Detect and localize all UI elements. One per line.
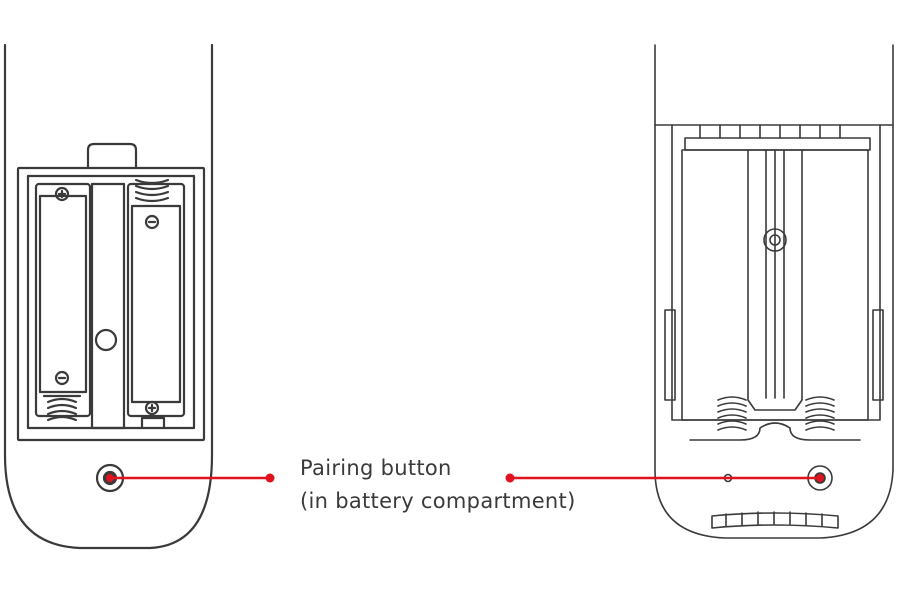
left-remote-latch [86, 142, 138, 170]
callout-dot-left-end [265, 473, 275, 483]
callout-lines [106, 473, 824, 483]
callout-sublabel: (in battery compartment) [300, 489, 576, 513]
left-remote [3, 43, 214, 550]
right-spring-2 [805, 396, 835, 431]
left-spring-1 [42, 394, 82, 422]
right-grip-slots [711, 511, 839, 529]
left-battery-2 [126, 182, 186, 418]
right-spring-1 [717, 396, 747, 431]
pairing-button-callout: Pairing button (in battery compartment) [300, 452, 576, 518]
left-remote-body [3, 43, 214, 550]
left-battery-1 [34, 182, 92, 418]
callout-dot-right-start [505, 473, 515, 483]
left-screw-hole [94, 328, 118, 352]
left-spring-2 [134, 178, 170, 203]
right-screw-hole [763, 228, 787, 252]
callout-dot-right-end [816, 474, 824, 482]
right-remote-body [654, 44, 894, 539]
callout-dot-left-start [106, 474, 114, 482]
left-battery-compartment [16, 166, 206, 442]
right-remote [654, 44, 894, 539]
callout-label: Pairing button [300, 456, 452, 480]
